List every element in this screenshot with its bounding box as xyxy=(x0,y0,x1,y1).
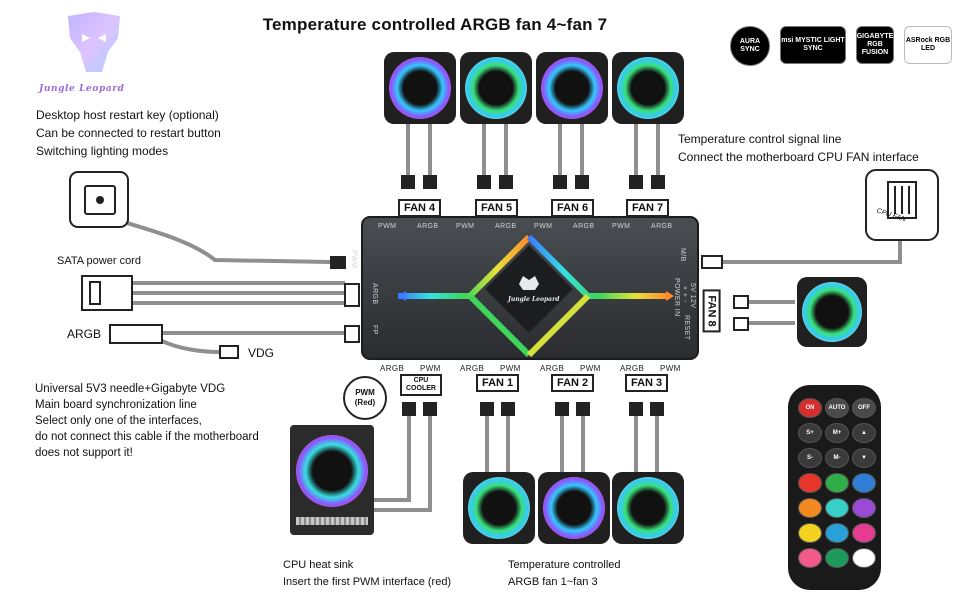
remote-button-8: ▼ xyxy=(852,448,876,468)
fan-8 xyxy=(797,277,867,347)
gigabyte-rgb-fusion-icon: GIGABYTE RGB FUSION xyxy=(856,26,894,64)
remote-button-19 xyxy=(825,548,849,568)
fan13-note: Temperature controlled ARGB fan 1~fan 3 xyxy=(508,559,621,588)
sata-label: SATA power cord xyxy=(57,255,141,267)
hub-port-voltage: 5V 12V xyxy=(689,283,696,309)
hub-port-polarity: + + - xyxy=(681,286,688,303)
fan-8-label: FAN 8 xyxy=(702,289,721,333)
brand-name: Jungle Leopard xyxy=(39,84,125,94)
remote-button-7: M- xyxy=(825,448,849,468)
hub-port-argb-left: ARGB xyxy=(371,283,378,305)
aura-sync-icon: AURA SYNC xyxy=(730,26,770,66)
remote-button-5: ▲ xyxy=(852,423,876,443)
fan-bottom-2 xyxy=(538,472,610,544)
hub-port-reset: RESET xyxy=(683,315,690,341)
restart-key-note: Desktop host restart key (optional) Can … xyxy=(36,108,221,158)
fan-bottom-1 xyxy=(463,472,535,544)
fan-5-label: FAN 5 xyxy=(475,199,519,217)
pwm-red-badge: PWM(Red) xyxy=(343,376,387,420)
fan-ring-light xyxy=(468,477,530,539)
argb-label: ARGB xyxy=(67,327,102,341)
sync-logos: AURA SYNC msi MYSTIC LIGHT SYNC GIGABYTE… xyxy=(730,26,952,66)
remote-button-6: S- xyxy=(798,448,822,468)
fan-ring-light xyxy=(617,477,679,539)
remote-button-11 xyxy=(852,473,876,493)
remote-button-3: S+ xyxy=(798,423,822,443)
remote-button-20 xyxy=(852,548,876,568)
hub-port-fp-left: FP xyxy=(371,325,378,335)
remote-button-12 xyxy=(798,498,822,518)
fan-2-label: FAN 2 xyxy=(551,374,595,392)
fan-ring-light xyxy=(541,57,603,119)
fan-top-6 xyxy=(536,52,608,124)
remote-button-2: OFF xyxy=(852,398,876,418)
fan-3-label: FAN 3 xyxy=(625,374,669,392)
fan-ring-light xyxy=(617,57,679,119)
hub-port-power-in: POWER IN xyxy=(673,278,680,317)
remote-button-10 xyxy=(825,473,849,493)
remote-button-13 xyxy=(825,498,849,518)
fan-6-label: FAN 6 xyxy=(551,199,595,217)
fan-ring-light xyxy=(543,477,605,539)
hub-center-brand: Jungle Leopard xyxy=(508,296,560,303)
fan-ring-light xyxy=(465,57,527,119)
fan-top-5 xyxy=(460,52,532,124)
fan-top-4 xyxy=(384,52,456,124)
sata-connector-shape xyxy=(81,275,133,311)
remote-button-17 xyxy=(852,523,876,543)
asrock-rgb-led-icon: ASRock RGB LED xyxy=(904,26,952,64)
remote-button-0: ON xyxy=(798,398,822,418)
vdg-label: VDG xyxy=(248,346,275,360)
msi-mystic-light-icon: msi MYSTIC LIGHT SYNC xyxy=(780,26,846,64)
heatsink-note: CPU heat sink Insert the first PWM inter… xyxy=(283,559,452,588)
fan-4-label: FAN 4 xyxy=(398,199,442,217)
remote-button-9 xyxy=(798,473,822,493)
fan-ring-light xyxy=(389,57,451,119)
remote-button-1: AUTO xyxy=(825,398,849,418)
remote-button-14 xyxy=(852,498,876,518)
cpu-heatsink xyxy=(290,425,374,535)
page-title: Temperature controlled ARGB fan 4~fan 7 xyxy=(262,15,608,34)
fan-bottom-3 xyxy=(612,472,684,544)
fan-1-label: FAN 1 xyxy=(476,374,520,392)
hub-port-pwm-left: PWM xyxy=(350,250,357,269)
universal-note: Universal 5V3 needle+Gigabyte VDG Main b… xyxy=(35,383,259,459)
jungle-leopard-logo xyxy=(58,12,130,76)
fan-top-7 xyxy=(612,52,684,124)
remote-button-16 xyxy=(825,523,849,543)
remote-button-18 xyxy=(798,548,822,568)
remote-button-4: M+ xyxy=(825,423,849,443)
hub-port-mb: M/B xyxy=(679,248,686,262)
temp-signal-note: Temperature control signal line Connect … xyxy=(678,132,919,164)
remote-button-15 xyxy=(798,523,822,543)
fan-7-label: FAN 7 xyxy=(626,199,670,217)
